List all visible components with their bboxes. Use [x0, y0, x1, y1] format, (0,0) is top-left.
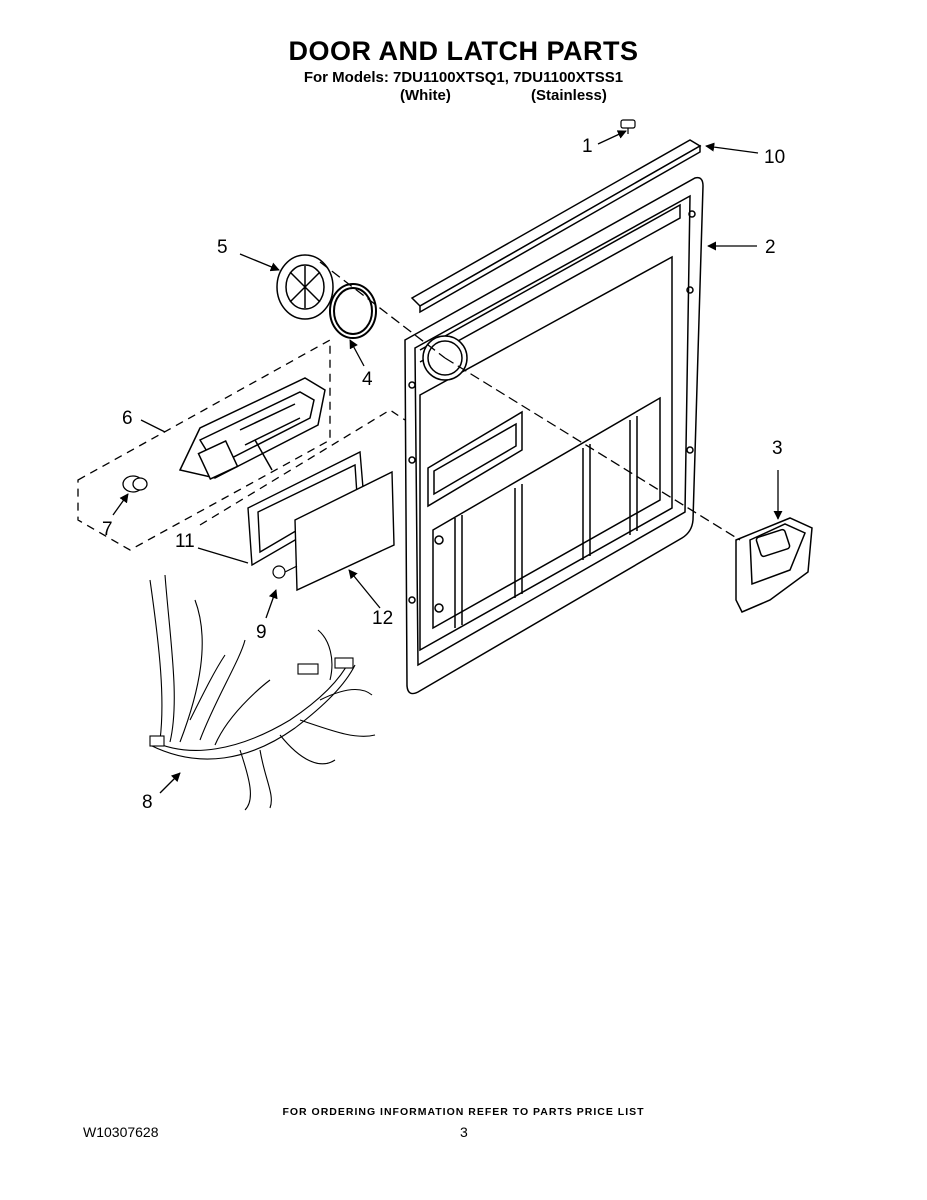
- callout-5: 5: [217, 237, 228, 258]
- document-number: W10307628: [83, 1124, 159, 1140]
- screw-part-1: [620, 119, 636, 134]
- vent-cover: [276, 254, 334, 320]
- page-title: DOOR AND LATCH PARTS: [288, 36, 639, 66]
- assembly-dashed-outlines: [77, 338, 406, 551]
- models-line: For Models: 7DU1100XTSQ1, 7DU1100XTSS1: [303, 69, 624, 86]
- top-trim-strip: [410, 139, 702, 314]
- vent-seal-ring: [329, 283, 377, 339]
- latch-assembly: [178, 377, 326, 481]
- latch-button: [122, 475, 148, 493]
- inner-door-panel: [404, 176, 704, 695]
- callout-7: 7: [102, 519, 113, 540]
- page-number: 3: [460, 1124, 468, 1140]
- callout-3: 3: [772, 438, 783, 459]
- callout-6: 6: [122, 408, 133, 429]
- wire-harness: [149, 574, 376, 811]
- callout-1: 1: [582, 136, 593, 157]
- model-white-label: (White): [400, 87, 451, 104]
- callout-8: 8: [142, 792, 153, 813]
- callout-11: 11: [175, 531, 195, 552]
- vent-duct: [735, 517, 813, 613]
- callout-2: 2: [765, 237, 776, 258]
- callout-12: 12: [372, 608, 393, 629]
- callout-4: 4: [362, 369, 373, 390]
- control-board: [247, 450, 365, 567]
- callout-10: 10: [764, 147, 785, 168]
- callout-numbers: 1 2 3 4 5 6 7 8 9 10 11 12: [102, 136, 785, 813]
- ordering-note: FOR ORDERING INFORMATION REFER TO PARTS …: [282, 1106, 645, 1118]
- callout-9: 9: [256, 622, 267, 643]
- mounting-screw-part-9: [272, 565, 298, 579]
- callout-leaders: [112, 130, 783, 794]
- model-stainless-label: (Stainless): [531, 87, 607, 104]
